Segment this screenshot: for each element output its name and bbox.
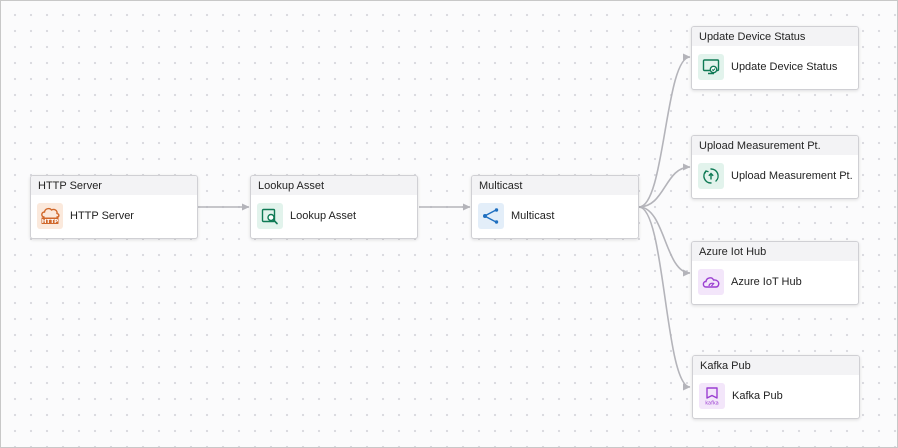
node-label: Kafka Pub bbox=[732, 390, 783, 402]
node-header: Kafka Pub bbox=[693, 356, 859, 375]
node-update-device-status[interactable]: Update Device Status Update Device Statu… bbox=[691, 26, 859, 90]
device-status-icon bbox=[698, 54, 724, 80]
node-label: HTTP Server bbox=[70, 210, 134, 222]
http-cloud-icon: HTTP bbox=[37, 203, 63, 229]
edge-multicast-to-azure[interactable] bbox=[638, 206, 691, 277]
node-label: Multicast bbox=[511, 210, 555, 222]
node-lookup-asset[interactable]: Lookup Asset Lookup Asset bbox=[250, 175, 418, 239]
azure-iot-hub-icon bbox=[698, 269, 724, 295]
node-header: Upload Measurement Pt. bbox=[692, 136, 858, 155]
node-header: Azure Iot Hub bbox=[692, 242, 858, 261]
node-upload-measurement[interactable]: Upload Measurement Pt. Upload Measuremen… bbox=[691, 135, 859, 199]
kafka-icon: kafka bbox=[699, 383, 725, 409]
node-label: Lookup Asset bbox=[290, 210, 357, 222]
edge-multicast-to-kafka[interactable] bbox=[638, 206, 691, 391]
edge-multicast-to-upload-measurement[interactable] bbox=[638, 163, 691, 208]
upload-measurement-icon bbox=[698, 163, 724, 189]
svg-text:HTTP: HTTP bbox=[42, 219, 59, 225]
node-header: Update Device Status bbox=[692, 27, 858, 46]
lookup-asset-icon bbox=[257, 203, 283, 229]
node-header: Lookup Asset bbox=[251, 176, 417, 195]
node-header: HTTP Server bbox=[31, 176, 197, 195]
node-header: Multicast bbox=[472, 176, 638, 195]
node-label: Upload Measurement Pt. bbox=[731, 170, 853, 182]
edge-multicast-to-update-device[interactable] bbox=[638, 53, 691, 208]
kafka-icon-text: kafka bbox=[705, 401, 719, 407]
node-http-server[interactable]: HTTP Server HTTP HTTP Server bbox=[30, 175, 198, 239]
node-label: Azure IoT Hub bbox=[731, 276, 802, 288]
node-kafka-pub[interactable]: Kafka Pub kafka Kafka Pub bbox=[692, 355, 860, 419]
node-multicast[interactable]: Multicast Multicast bbox=[471, 175, 639, 239]
multicast-icon bbox=[478, 203, 504, 229]
node-label: Update Device Status bbox=[731, 61, 838, 73]
node-azure-iot-hub[interactable]: Azure Iot Hub Azure IoT Hub bbox=[691, 241, 859, 305]
